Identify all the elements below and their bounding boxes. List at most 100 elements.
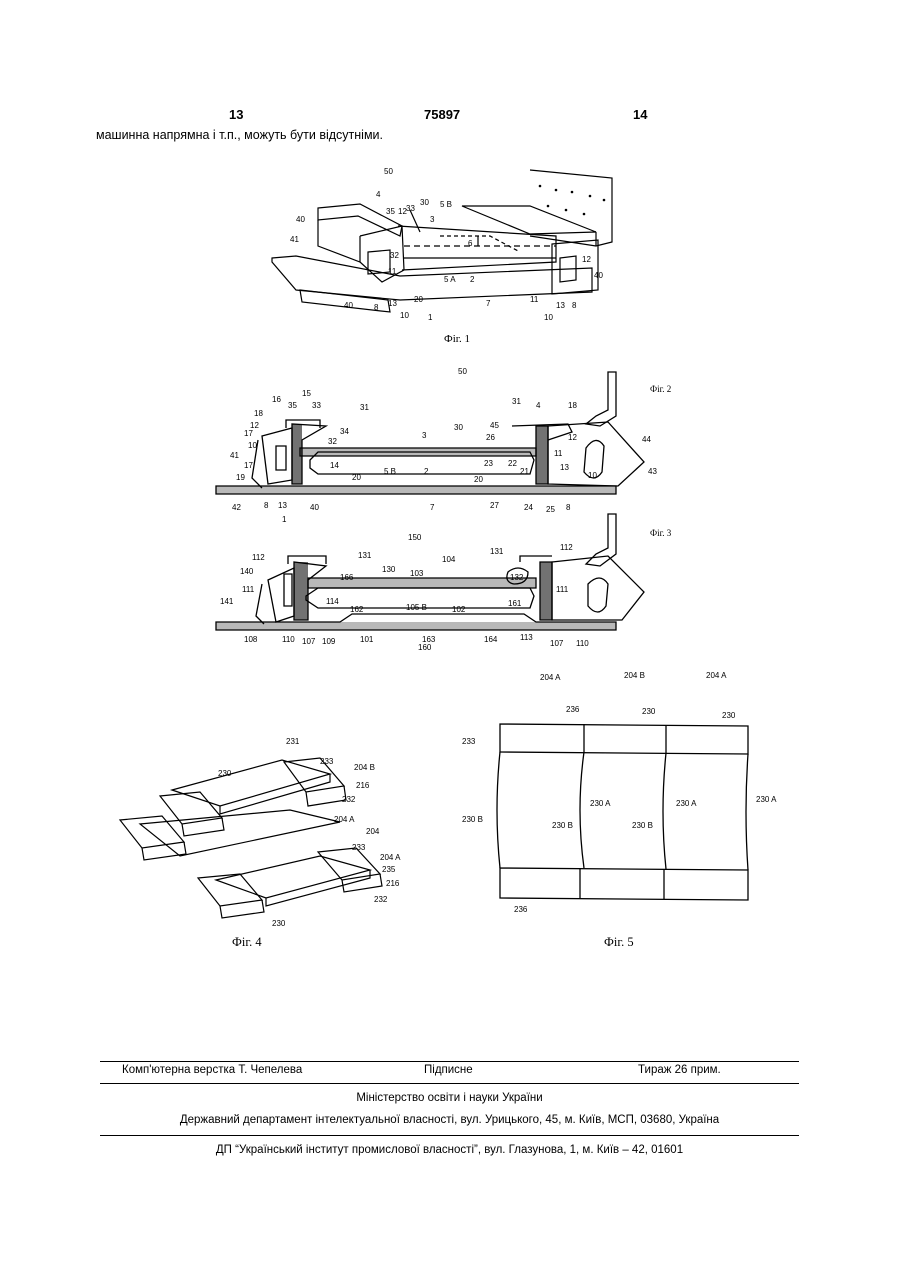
label-fig3-150: 150	[408, 533, 422, 542]
label-fig5-230a-1: 230 A	[590, 799, 611, 808]
label-fig4-233b: 233	[352, 843, 366, 852]
footer-rule-middle	[100, 1083, 799, 1084]
label-fig2-3: 3	[422, 431, 427, 440]
label-fig2-18b: 18	[568, 401, 577, 410]
label-fig3-112b: 112	[560, 543, 573, 552]
label-fig1-11: 11	[388, 267, 397, 276]
label-fig1-13: 13	[388, 299, 397, 308]
label-fig1-30: 30	[420, 198, 429, 207]
label-fig3-112a: 112	[252, 553, 265, 562]
label-fig3-160: 160	[418, 643, 432, 652]
label-fig1-4: 4	[376, 190, 381, 199]
label-fig2-34: 34	[340, 427, 349, 436]
caption-fig3: Фіг. 3	[650, 528, 672, 538]
figure-4-drawing	[120, 758, 382, 918]
label-fig5-230a-3: 230 A	[756, 795, 777, 804]
label-fig1-12b: 12	[582, 255, 591, 264]
label-fig1-33: 33	[406, 204, 415, 213]
label-fig3-164: 164	[484, 635, 498, 644]
label-fig1-41: 41	[290, 235, 299, 244]
label-fig2-43: 43	[648, 467, 657, 476]
label-fig5-236-bottom: 236	[514, 905, 528, 914]
label-fig2-30: 30	[454, 423, 463, 432]
label-fig2-42: 42	[232, 503, 241, 512]
label-fig2-20b: 20	[474, 475, 483, 484]
label-fig2-10: 10	[248, 441, 257, 450]
label-fig2-7: 7	[430, 503, 435, 512]
footer-department: Державний департамент інтелектуальної вл…	[100, 1114, 799, 1126]
label-fig3-103: 103	[410, 569, 424, 578]
label-fig2-14: 14	[330, 461, 339, 470]
label-fig2-15: 15	[302, 389, 311, 398]
label-fig1-8b: 8	[572, 301, 577, 310]
figure-5-drawing	[497, 724, 748, 900]
label-fig2-22: 22	[508, 459, 517, 468]
label-fig2-10b: 10	[588, 471, 597, 480]
label-fig2-8: 8	[264, 501, 269, 510]
label-fig3-104: 104	[442, 555, 456, 564]
label-fig5-236-top: 236	[566, 705, 580, 714]
label-fig4-235: 235	[382, 865, 396, 874]
label-fig4-204: 204	[366, 827, 380, 836]
label-fig2-8b: 8	[566, 503, 571, 512]
label-fig2-5b: 5 B	[384, 467, 396, 476]
figure-2-drawing	[216, 372, 644, 494]
label-fig3-107b: 107	[550, 639, 564, 648]
label-fig2-2: 2	[424, 467, 429, 476]
label-fig2-33: 33	[312, 401, 321, 410]
label-fig5-204a-right: 204 A	[706, 671, 727, 680]
label-fig1-32: 32	[390, 251, 399, 260]
footer-typesetter: Комп'ютерна верстка Т. Чепелева	[122, 1064, 302, 1076]
label-fig1-3: 3	[430, 215, 435, 224]
label-fig5-230b: 230	[722, 711, 736, 720]
label-fig2-45: 45	[490, 421, 499, 430]
label-fig1-7: 7	[486, 299, 491, 308]
label-fig1-5a: 5 A	[444, 275, 456, 284]
label-fig5-230a-2: 230 A	[676, 799, 697, 808]
label-fig4-232b: 232	[374, 895, 388, 904]
label-fig2-19: 19	[236, 473, 245, 482]
label-fig1-10b: 10	[544, 313, 553, 322]
label-fig4-216b: 216	[386, 879, 400, 888]
label-fig2-26: 26	[486, 433, 495, 442]
label-fig2-44: 44	[642, 435, 651, 444]
figure-1-dots	[539, 185, 606, 216]
label-fig4-233a: 233	[320, 757, 334, 766]
label-fig4-230a: 230	[218, 769, 232, 778]
label-fig3-102: 102	[452, 605, 466, 614]
label-fig2-13b: 13	[278, 501, 287, 510]
label-fig3-130: 130	[382, 565, 396, 574]
label-fig3-166: 166	[340, 573, 354, 582]
label-fig1-5b: 5 B	[440, 200, 452, 209]
label-fig2-24: 24	[524, 503, 533, 512]
footer-rule-bottom	[100, 1135, 799, 1136]
footer-signed: Підписне	[424, 1064, 473, 1076]
label-fig3-107a: 107	[302, 637, 316, 646]
label-fig3-101: 101	[360, 635, 374, 644]
label-fig1-35: 35	[386, 207, 395, 216]
label-fig2-18a: 18	[254, 409, 263, 418]
label-fig3-140: 140	[240, 567, 254, 576]
label-fig2-32: 32	[328, 437, 337, 446]
footer-rule-top	[100, 1061, 799, 1062]
label-fig2-13: 13	[560, 463, 569, 472]
label-fig1-10: 10	[400, 311, 409, 320]
label-fig1-8: 8	[374, 303, 379, 312]
label-fig4-204a-b: 204 A	[380, 853, 401, 862]
label-fig5-230a: 230	[642, 707, 656, 716]
label-fig1-20: 20	[414, 295, 423, 304]
label-fig3-110a: 110	[282, 635, 295, 644]
label-fig3-111a: 111	[242, 585, 255, 594]
figure-3-drawing	[216, 514, 644, 630]
label-fig3-111b: 111	[556, 585, 569, 594]
label-fig4-204a: 204 A	[334, 815, 355, 824]
label-fig2-17b: 17	[244, 461, 253, 470]
label-fig1-1: 1	[428, 313, 433, 322]
label-fig3-132: 132	[510, 573, 524, 582]
footer-ministry: Міністерство освіти і науки України	[100, 1092, 799, 1104]
label-fig3-105b: 105 B	[406, 603, 427, 612]
label-fig2-4: 4	[536, 401, 541, 410]
label-fig3-108: 108	[244, 635, 258, 644]
label-fig3-131b: 131	[490, 547, 504, 556]
label-fig1-6: 6	[468, 239, 473, 248]
